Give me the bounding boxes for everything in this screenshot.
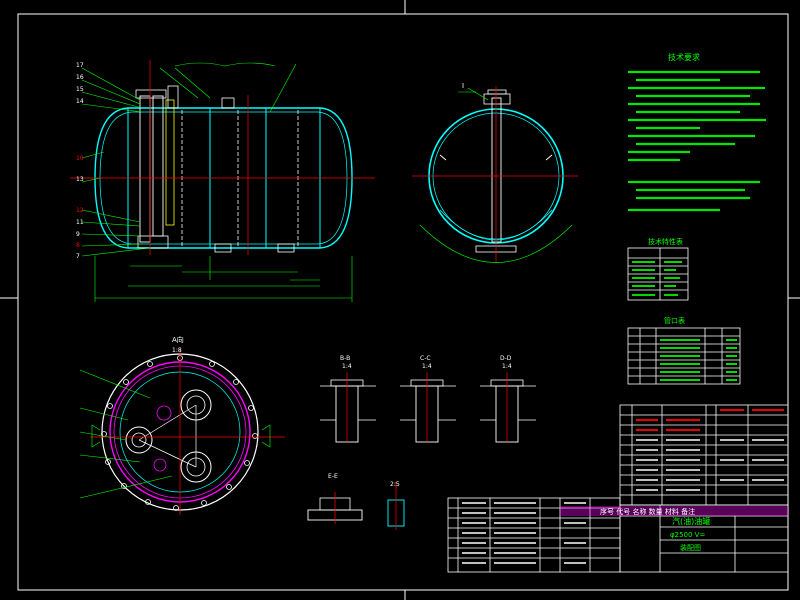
tech-characteristics-table	[627, 247, 689, 301]
title-mid-row: 序号 代号 名称 数量 材料 备注	[600, 507, 695, 516]
title-block-main: 汽(油)油罐	[672, 516, 710, 526]
nozzle-table	[627, 327, 741, 385]
nozzle-filler	[660, 339, 737, 381]
section-1-label: I	[462, 82, 464, 90]
section-details	[307, 372, 536, 530]
title-block-row3: 装配图	[680, 543, 701, 552]
svg-text:11: 11	[76, 219, 84, 226]
svg-text:D-D: D-D	[500, 355, 512, 362]
svg-text:15: 15	[76, 86, 84, 93]
a-view-scale: 1:8	[172, 347, 182, 354]
svg-text:9: 9	[76, 231, 80, 238]
tech-requirements: 技术要求	[628, 52, 766, 212]
front-leaders	[81, 62, 297, 257]
section-labels: B-B 1:4 C-C 1:4 D-D 1:4 E-E 2:5	[328, 355, 512, 488]
svg-text:14: 14	[76, 98, 84, 105]
a-view-bolt-holes	[101, 355, 258, 511]
svg-text:E-E: E-E	[328, 473, 338, 480]
side-leader	[458, 87, 489, 101]
svg-text:2:5: 2:5	[390, 481, 400, 488]
title-mid-strip	[560, 506, 788, 516]
a-view-leaders	[79, 369, 271, 499]
svg-text:7: 7	[76, 253, 80, 260]
nozzle-table-title: 管口表	[664, 316, 685, 325]
svg-text:10: 10	[76, 155, 84, 162]
tech-char-filler	[632, 261, 682, 296]
svg-text:12: 12	[76, 207, 84, 214]
svg-text:1:4: 1:4	[422, 363, 432, 370]
svg-text:技术要求: 技术要求	[668, 52, 700, 62]
a-view-title: A向	[172, 335, 184, 344]
drawing-border	[17, 13, 789, 591]
svg-text:C-C: C-C	[420, 355, 431, 362]
parts-list-upper	[619, 404, 789, 506]
svg-text:17: 17	[76, 62, 84, 69]
title-block-sub: φ2500 V=	[670, 531, 705, 539]
front-item-numbers: 17 16 15 14 10 13 12 11 9 8 7	[76, 62, 84, 260]
parts-list-filler-red	[636, 409, 784, 431]
front-dimensions	[94, 256, 353, 302]
title-block	[619, 504, 789, 573]
tech-char-title: 技术特性表	[648, 237, 683, 246]
parts-lower-filler	[462, 502, 586, 564]
svg-text:B-B: B-B	[340, 355, 350, 362]
svg-text:8: 8	[76, 242, 80, 249]
svg-text:1:4: 1:4	[502, 363, 512, 370]
svg-text:1:4: 1:4	[342, 363, 352, 370]
parts-list-filler-white	[636, 439, 784, 491]
svg-text:16: 16	[76, 74, 84, 81]
svg-text:13: 13	[76, 176, 84, 183]
